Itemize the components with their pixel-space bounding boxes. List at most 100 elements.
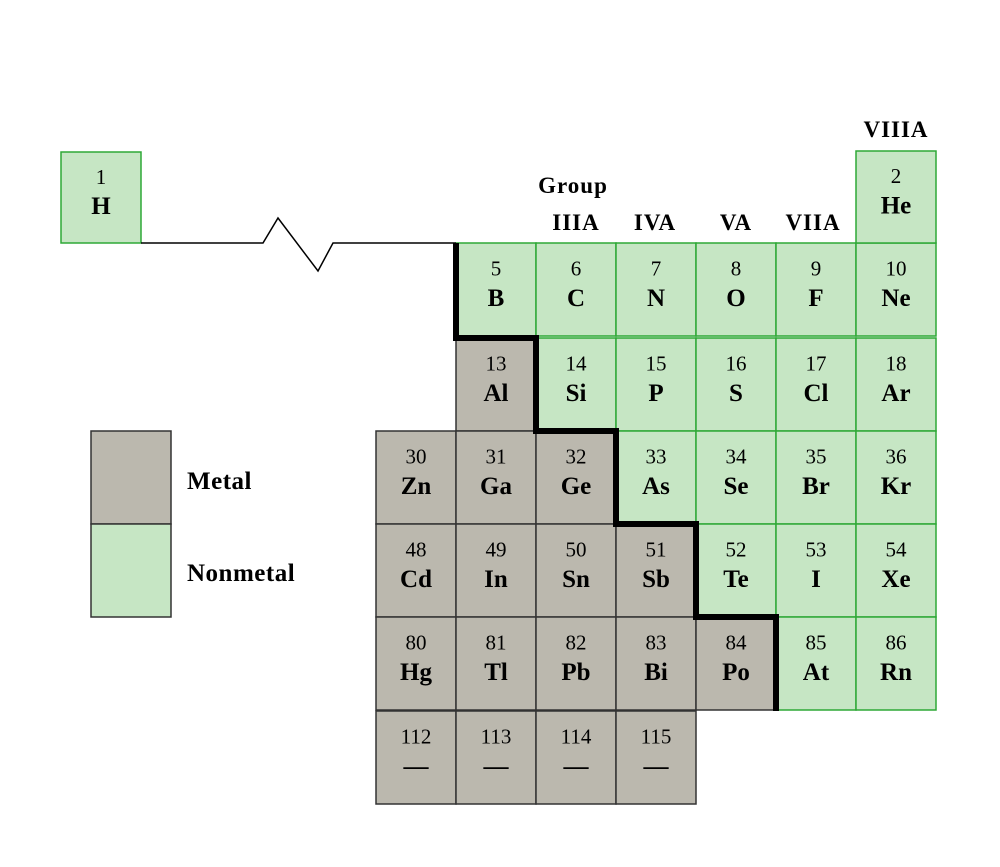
atomic-number: 53 — [806, 538, 827, 562]
element-symbol: P — [648, 380, 663, 407]
legend-metal-label: Metal — [187, 468, 252, 495]
atomic-number: 34 — [726, 445, 748, 469]
cell-box — [695, 430, 777, 525]
element-symbol: — — [643, 753, 670, 780]
legend: Metal Nonmetal — [90, 430, 295, 618]
element-cell-N: 7N — [615, 242, 697, 337]
element-cell-O: 8O — [695, 242, 777, 337]
cell-box — [455, 616, 537, 711]
cell-box — [615, 430, 697, 525]
cell-box — [535, 430, 617, 525]
cell-box — [615, 616, 697, 711]
element-symbol: Ge — [561, 473, 592, 500]
element-symbol: I — [811, 566, 821, 593]
element-cell-I: 53I — [775, 523, 857, 618]
atomic-number: 9 — [811, 257, 822, 281]
legend-metal-swatch — [90, 430, 172, 525]
element-symbol: As — [642, 473, 670, 500]
cell-box — [695, 242, 777, 337]
element-symbol: Hg — [400, 659, 432, 686]
element-symbol: Bi — [644, 659, 668, 686]
legend-nonmetal-label: Nonmetal — [187, 560, 295, 587]
cell-box — [615, 710, 697, 805]
cell-box — [455, 523, 537, 618]
element-symbol: Si — [566, 380, 587, 407]
element-symbol: Ga — [480, 473, 512, 500]
element-cell-unnamed-113: 113— — [455, 710, 537, 805]
atomic-number: 35 — [806, 445, 827, 469]
cell-box — [535, 242, 617, 337]
element-cell-unnamed-112: 112— — [375, 710, 457, 805]
cell-box — [535, 337, 617, 432]
atomic-number: 51 — [646, 538, 667, 562]
cell-box — [60, 151, 142, 244]
element-symbol: Sb — [642, 566, 670, 593]
cell-box — [455, 710, 537, 805]
atomic-number: 32 — [566, 445, 587, 469]
cell-box — [855, 242, 937, 337]
atomic-number: 2 — [891, 164, 902, 188]
element-symbol: Zn — [401, 473, 432, 500]
cell-box — [855, 337, 937, 432]
atomic-number: 114 — [561, 725, 592, 749]
element-symbol: Ne — [881, 285, 910, 312]
atomic-number: 52 — [726, 538, 747, 562]
element-symbol: Xe — [881, 566, 910, 593]
cell-box — [695, 337, 777, 432]
element-symbol: C — [567, 285, 585, 312]
element-symbol: Al — [484, 380, 509, 407]
break-connector-line — [141, 216, 456, 273]
cell-box — [775, 616, 857, 711]
element-cell-unnamed-115: 115— — [615, 710, 697, 805]
cell-box — [775, 430, 857, 525]
element-cell-C: 6C — [535, 242, 617, 337]
cell-box — [615, 337, 697, 432]
cell-box — [535, 710, 617, 805]
atomic-number: 86 — [886, 631, 907, 655]
element-symbol: Te — [723, 566, 748, 593]
group-label-viia: VIIA — [785, 210, 840, 235]
element-symbol: Po — [722, 659, 750, 686]
element-cell-He: 2He — [855, 150, 937, 244]
atomic-number: 15 — [646, 352, 667, 376]
element-cell-F: 9F — [775, 242, 857, 337]
cell-box — [615, 242, 697, 337]
cell-box — [855, 430, 937, 525]
atomic-number: 33 — [646, 445, 667, 469]
atomic-number: 50 — [566, 538, 587, 562]
element-symbol: S — [729, 380, 743, 407]
cell-box — [455, 242, 537, 337]
element-cell-S: 16S — [695, 337, 777, 432]
atomic-number: 5 — [491, 257, 502, 281]
group-label-iva: IVA — [634, 210, 676, 235]
atomic-number: 17 — [806, 352, 827, 376]
element-symbol: At — [803, 659, 830, 686]
legend-nonmetal-swatch — [90, 523, 172, 618]
element-symbol: Cl — [804, 380, 829, 407]
group-label-va: VA — [720, 210, 752, 235]
element-symbol: — — [563, 753, 590, 780]
atomic-number: 36 — [886, 445, 907, 469]
atomic-number: 6 — [571, 257, 582, 281]
cell-box — [375, 710, 457, 805]
element-symbol: Br — [802, 473, 830, 500]
element-cell-unnamed-114: 114 — — [535, 710, 617, 805]
atomic-number: 31 — [486, 445, 507, 469]
